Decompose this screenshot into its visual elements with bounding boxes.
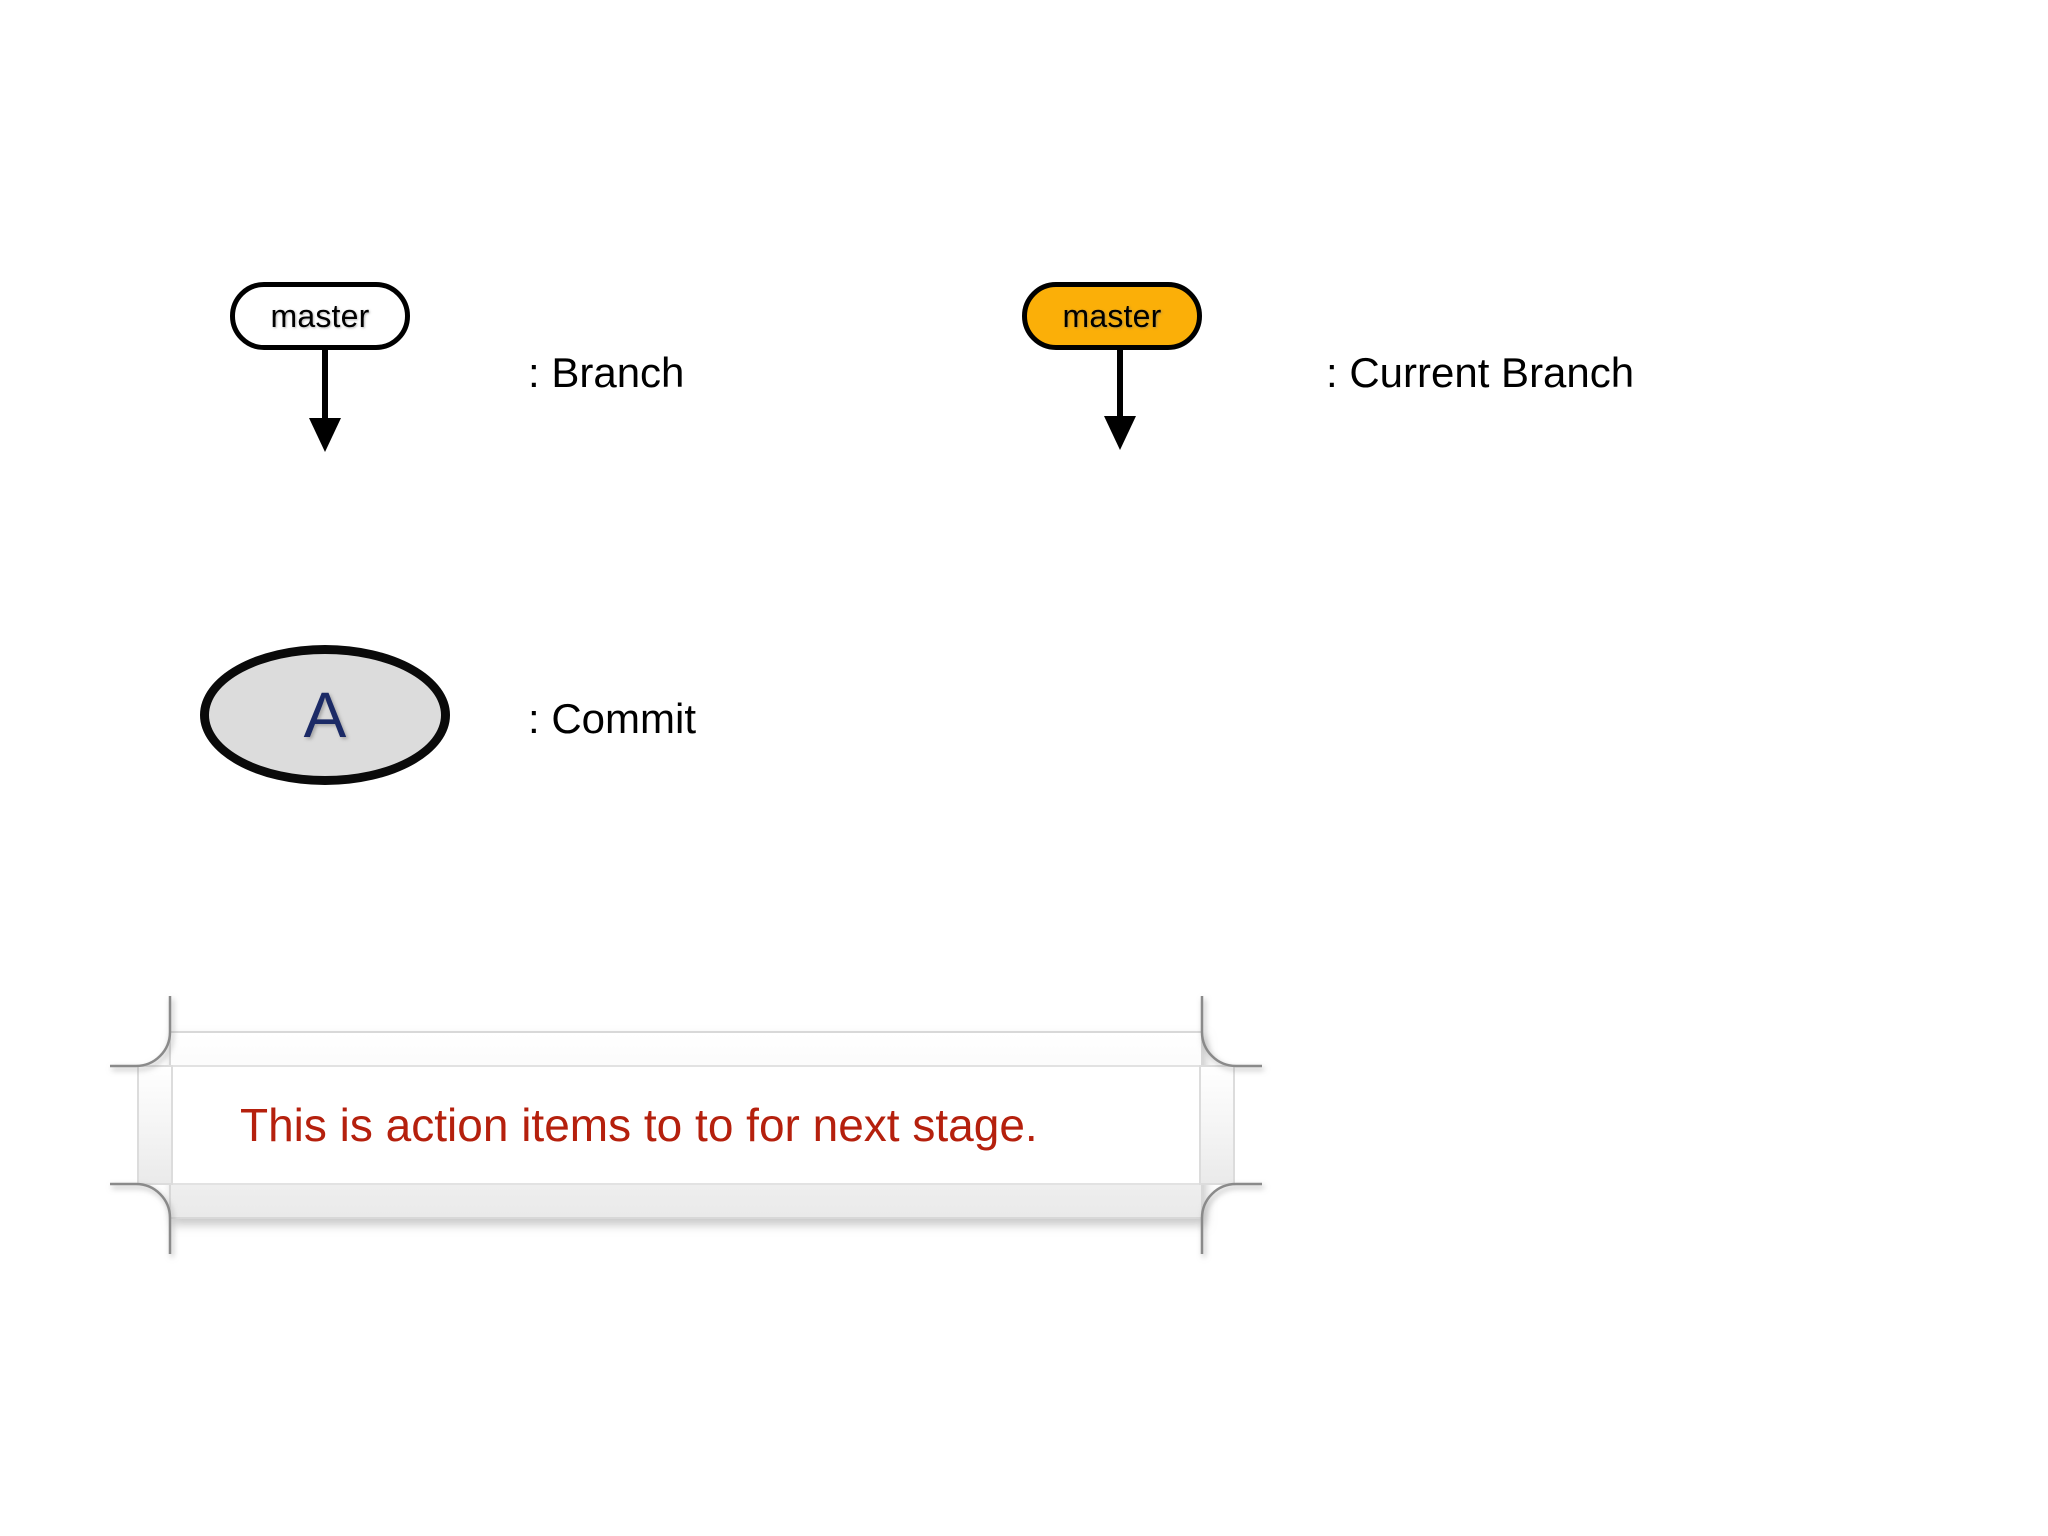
legend-branch-badge-label: master	[270, 298, 370, 334]
legend-current-branch-caption: : Current Branch	[1326, 349, 1635, 396]
legend-branch-badge: master	[230, 282, 410, 350]
action-items-callout: This is action items to to for next stag…	[110, 996, 1262, 1254]
arrow-head	[309, 418, 341, 452]
legend-branch-caption: : Branch	[528, 349, 685, 396]
arrow-stem	[1117, 350, 1123, 420]
callout-frame-icon	[110, 996, 1262, 1254]
arrow-head	[1104, 416, 1136, 450]
callout-text: This is action items to to for next stag…	[240, 1099, 1038, 1151]
legend-current-branch-badge-label: master	[1062, 298, 1162, 334]
legend-current-branch-badge: master	[1022, 282, 1202, 350]
legend-branch-arrow	[309, 350, 341, 452]
legend-commit-node: A	[200, 645, 450, 785]
legend-commit-caption: : Commit	[528, 695, 696, 742]
arrow-stem	[322, 350, 328, 422]
legend-current-branch-arrow	[1104, 350, 1136, 450]
legend-commit-node-label: A	[303, 679, 347, 751]
